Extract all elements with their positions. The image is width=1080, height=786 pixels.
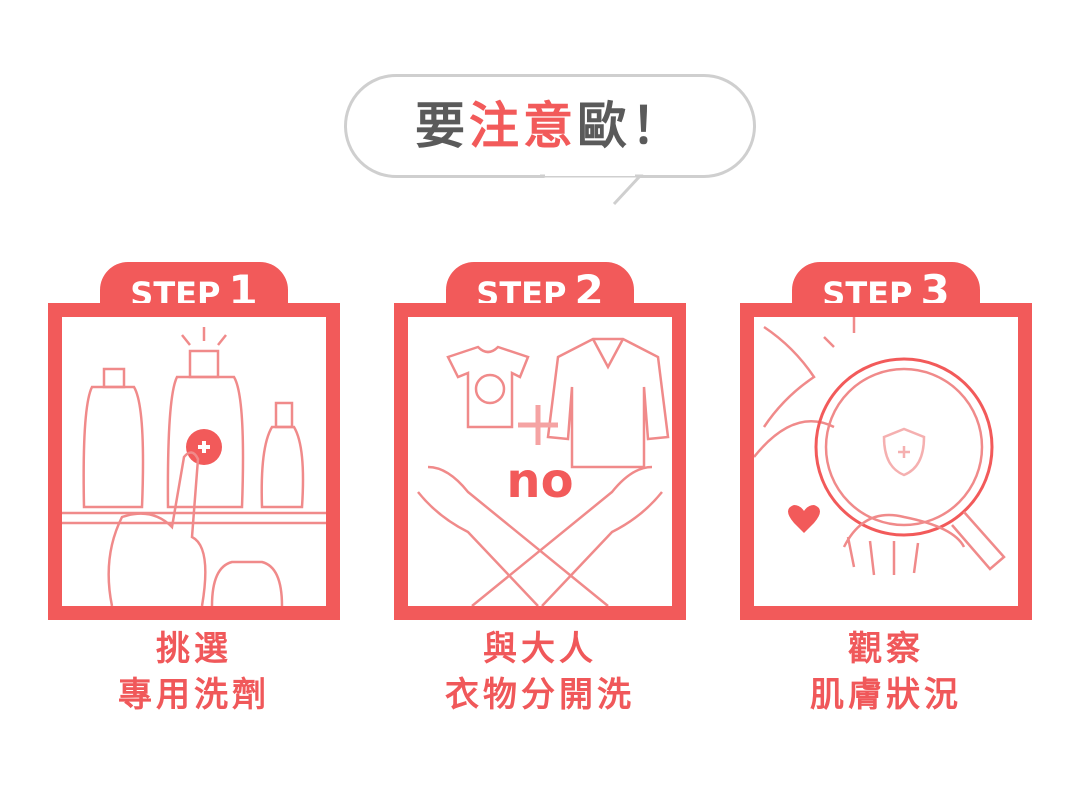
- speech-bubble: [344, 74, 756, 178]
- plus-icon: [518, 405, 558, 445]
- step-3-caption: 觀察肌膚狀況: [810, 629, 962, 715]
- adult-shirt-icon: [546, 337, 670, 469]
- magnifying-glass-icon: [814, 357, 1006, 571]
- no-label: no: [506, 453, 573, 509]
- shield-plus-icon: [882, 427, 926, 477]
- heart-icon: [788, 505, 820, 533]
- baby-onesie-icon: [446, 345, 530, 429]
- step-1-caption: 挑選專用洗劑: [118, 629, 270, 715]
- step-1-illustration: [48, 303, 340, 620]
- detergent-bottles-icon: [62, 327, 326, 606]
- step-2-caption: 與大人衣物分開洗: [445, 629, 635, 715]
- page-title: 要注意歐！: [415, 97, 685, 155]
- step-3-illustration: [740, 303, 1032, 620]
- crossed-hands-icon: [417, 465, 663, 606]
- speech-bubble-tail: [540, 168, 644, 206]
- step-2-illustration: no: [394, 303, 686, 620]
